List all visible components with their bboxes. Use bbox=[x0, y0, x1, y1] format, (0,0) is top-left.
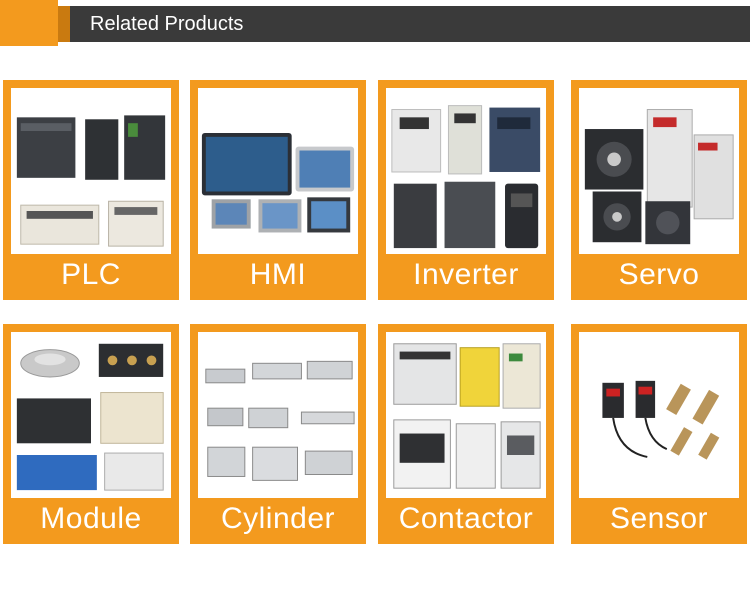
header-bar bbox=[0, 6, 750, 42]
product-label-inverter: Inverter bbox=[413, 258, 519, 291]
module-image bbox=[11, 332, 171, 498]
header-accent bbox=[0, 0, 70, 46]
cylinder-image bbox=[198, 332, 358, 498]
product-card-cylinder[interactable]: Cylinder bbox=[190, 324, 366, 544]
servo-image bbox=[579, 88, 739, 254]
product-card-hmi[interactable]: HMI bbox=[190, 80, 366, 300]
product-label-plc: PLC bbox=[61, 258, 121, 291]
product-label-servo: Servo bbox=[618, 258, 700, 291]
product-label-hmi: HMI bbox=[249, 258, 307, 291]
hmi-image bbox=[198, 88, 358, 254]
contactor-image bbox=[386, 332, 546, 498]
inverter-image bbox=[386, 88, 546, 254]
product-label-contactor: Contactor bbox=[398, 502, 534, 535]
product-card-plc[interactable]: PLC bbox=[3, 80, 179, 300]
product-label-module: Module bbox=[40, 502, 142, 535]
product-label-sensor: Sensor bbox=[609, 502, 709, 535]
product-card-module[interactable]: Module bbox=[3, 324, 179, 544]
section-header: Related Products bbox=[0, 0, 750, 46]
product-card-contactor[interactable]: Contactor bbox=[378, 324, 554, 544]
sensor-image bbox=[579, 332, 739, 498]
product-label-cylinder: Cylinder bbox=[220, 502, 336, 535]
product-card-inverter[interactable]: Inverter bbox=[378, 80, 554, 300]
product-card-servo[interactable]: Servo bbox=[571, 80, 747, 300]
plc-image bbox=[11, 88, 171, 254]
product-card-sensor[interactable]: Sensor bbox=[571, 324, 747, 544]
section-title: Related Products bbox=[90, 13, 244, 35]
